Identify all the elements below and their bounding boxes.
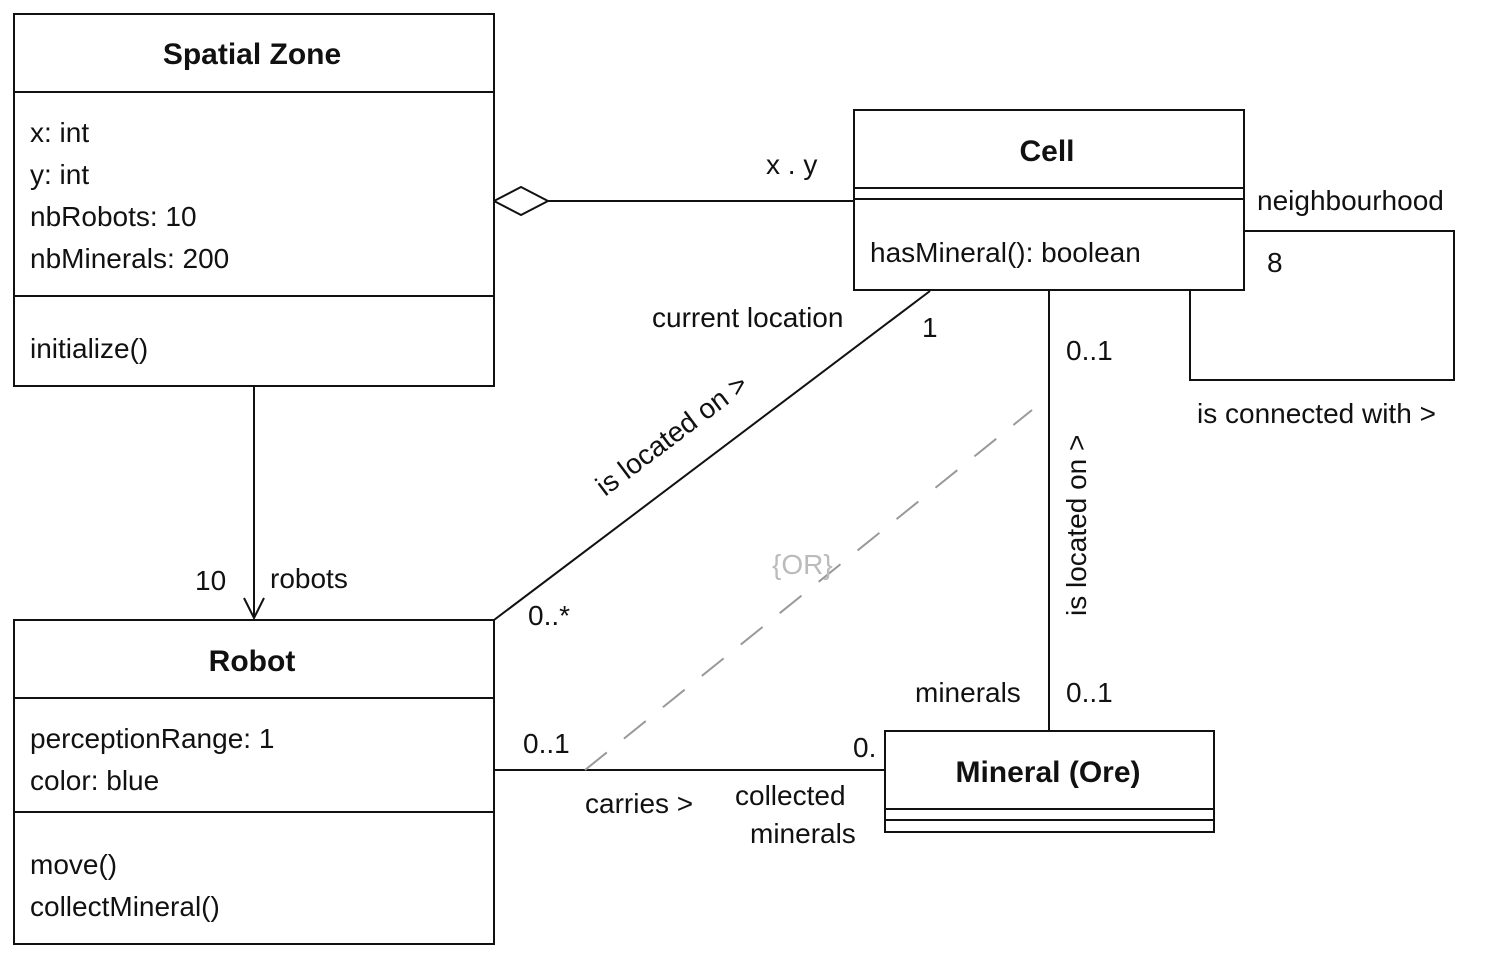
multiplicity-label: 10 (195, 565, 226, 596)
class-name: Spatial Zone (163, 38, 341, 71)
attribute: color: blue (30, 765, 159, 796)
association-robot-cell (493, 290, 931, 621)
association-label: is located on > (590, 368, 753, 502)
multiplicity-label: 0..1 (1066, 677, 1113, 708)
self-association-cell (1189, 230, 1455, 381)
aggregation-diamond-icon (491, 185, 551, 217)
multiplicity-label: 8 (1267, 247, 1283, 278)
class-mineral[interactable]: Mineral (Ore) (884, 730, 1215, 833)
role-label: current location (652, 302, 843, 333)
multiplicity-label: 0..1 (523, 728, 570, 759)
role-label: minerals (915, 677, 1021, 708)
role-label: robots (270, 563, 348, 594)
multiplicity-label: 0. (853, 732, 876, 763)
class-name: Cell (1019, 135, 1074, 168)
method: collectMineral() (30, 891, 220, 922)
multiplicity-label: 0..* (528, 600, 570, 631)
or-constraint-label: {OR} (772, 549, 833, 580)
multiplicity-label: 0..1 (1066, 335, 1113, 366)
association-label: is connected with > (1197, 398, 1436, 429)
class-name: Mineral (Ore) (955, 756, 1140, 789)
attribute: perceptionRange: 1 (30, 723, 274, 754)
method: initialize() (30, 333, 148, 364)
role-label: x . y (766, 149, 817, 180)
attribute: nbRobots: 10 (30, 201, 197, 232)
role-label: neighbourhood (1257, 185, 1444, 216)
class-robot[interactable]: Robot perceptionRange: 1 color: blue mov… (13, 619, 495, 945)
association-label: is located on > (1061, 435, 1092, 616)
navigability-arrow-icon (243, 597, 265, 621)
attribute: nbMinerals: 200 (30, 243, 229, 274)
attribute: y: int (30, 159, 89, 190)
attribute: x: int (30, 117, 89, 148)
class-name: Robot (209, 645, 296, 678)
association-label: carries > (585, 788, 693, 819)
method: hasMineral(): boolean (870, 237, 1141, 268)
role-label: collected (735, 780, 846, 811)
method: move() (30, 849, 117, 880)
multiplicity-label: 1 (922, 312, 938, 343)
role-label: minerals (750, 818, 856, 849)
class-spatial-zone[interactable]: Spatial Zone x: int y: int nbRobots: 10 … (13, 13, 495, 387)
class-cell[interactable]: Cell hasMineral(): boolean (853, 109, 1245, 291)
